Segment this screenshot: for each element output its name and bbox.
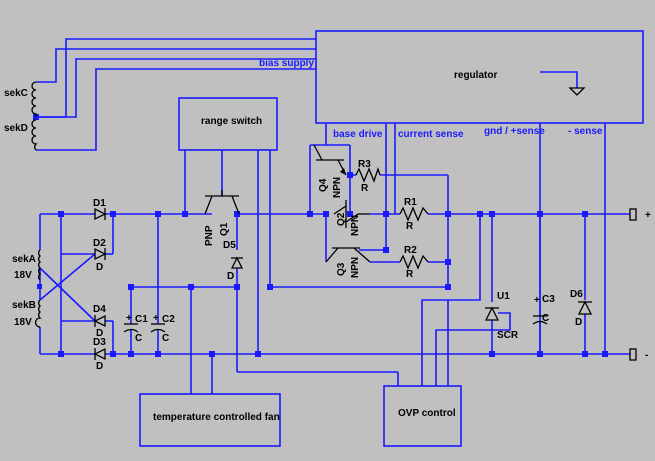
Q4-type: NPN bbox=[332, 177, 343, 198]
gnd-sense-label: gnd / +sense bbox=[484, 126, 545, 137]
wires bbox=[36, 38, 630, 394]
fan-block[interactable]: temperature controlled fan bbox=[139, 393, 281, 447]
capacitor-C2: + C2 C bbox=[150, 313, 175, 344]
sekA-voltage: 18V bbox=[14, 270, 32, 281]
svg-text:+: + bbox=[126, 313, 132, 324]
diode-D1: D1 bbox=[93, 198, 107, 221]
Q2-label: Q2 bbox=[336, 212, 347, 226]
Q3-type: NPN bbox=[350, 257, 361, 278]
capacitor-C3: + C3 C bbox=[532, 294, 555, 325]
terminal-minus[interactable]: - bbox=[629, 348, 648, 361]
Q4-label: Q4 bbox=[318, 178, 329, 192]
R3-value: R bbox=[361, 183, 369, 194]
Q2-type: NPN bbox=[350, 215, 361, 236]
sekA-label: sekA bbox=[12, 254, 36, 265]
R1-label: R1 bbox=[404, 197, 417, 208]
terminal-plus[interactable]: + bbox=[629, 208, 651, 221]
C2-value: C bbox=[162, 333, 169, 344]
transistor-Q3: Q3 NPN bbox=[325, 247, 371, 278]
resistor-R3: R3 R bbox=[355, 159, 381, 194]
R1-value: R bbox=[406, 221, 414, 232]
range-switch-block[interactable]: range switch bbox=[178, 97, 278, 151]
diode-D6: D6 D bbox=[570, 289, 593, 328]
diode-D5: D5 D bbox=[223, 240, 244, 282]
Q3-label: Q3 bbox=[336, 262, 347, 276]
D3-label: D3 bbox=[93, 337, 106, 348]
D5-value: D bbox=[227, 271, 234, 282]
D5-label: D5 bbox=[223, 240, 236, 251]
junctions bbox=[33, 114, 608, 357]
range-switch-label: range switch bbox=[201, 116, 262, 127]
plus-terminal-label: + bbox=[645, 210, 651, 221]
diode-D2: D2 D bbox=[93, 238, 107, 273]
fan-label: temperature controlled fan bbox=[153, 412, 280, 423]
D2-value: D bbox=[96, 262, 103, 273]
minus-sense-label: - sense bbox=[568, 126, 603, 137]
D6-value: D bbox=[575, 317, 582, 328]
R3-label: R3 bbox=[358, 159, 371, 170]
resistor-R1: R1 R bbox=[399, 197, 429, 232]
diode-D4: D4 D bbox=[93, 304, 106, 339]
sekD-label: sekD bbox=[4, 123, 28, 134]
sekB-label: sekB bbox=[12, 300, 36, 311]
sekB-voltage: 18V bbox=[14, 317, 32, 328]
bias-supply-label: bias supply bbox=[259, 58, 314, 69]
D3-value: D bbox=[96, 361, 103, 372]
C1-label: C1 bbox=[135, 314, 148, 325]
C2-label: C2 bbox=[162, 314, 175, 325]
Q1-label: Q1 bbox=[219, 222, 230, 236]
Q1-type: PNP bbox=[204, 225, 215, 246]
D4-value: D bbox=[96, 328, 103, 339]
scr-U1: U1 SCR bbox=[484, 291, 519, 341]
transistor-Q1: PNP Q1 bbox=[204, 190, 240, 246]
D6-label: D6 bbox=[570, 289, 583, 300]
ovp-control-block[interactable]: OVP control bbox=[383, 385, 462, 447]
capacitor-C1: + C1 C bbox=[123, 313, 148, 344]
D2-label: D2 bbox=[93, 238, 106, 249]
base-drive-label: base drive bbox=[333, 129, 383, 140]
winding-sekC-sekD: sekC sekD bbox=[4, 81, 38, 151]
R2-label: R2 bbox=[404, 245, 417, 256]
ground-icon bbox=[568, 87, 586, 96]
U1-value: SCR bbox=[497, 330, 519, 341]
resistor-R2: R2 R bbox=[399, 245, 429, 280]
C3-value: C bbox=[542, 313, 549, 324]
minus-terminal-label: - bbox=[645, 350, 648, 361]
current-sense-label: current sense bbox=[398, 129, 464, 140]
ovp-label: OVP control bbox=[398, 408, 456, 419]
regulator-label: regulator bbox=[454, 70, 497, 81]
sekC-label: sekC bbox=[4, 88, 28, 99]
transistor-Q4: Q4 NPN bbox=[313, 144, 347, 198]
transistor-Q2: Q2 NPN bbox=[333, 200, 370, 236]
U1-label: U1 bbox=[497, 291, 510, 302]
D4-label: D4 bbox=[93, 304, 106, 315]
regulator-block[interactable]: regulator bbox=[315, 30, 644, 124]
C3-label: C3 bbox=[542, 294, 555, 305]
diode-D3: D3 D bbox=[93, 337, 106, 372]
svg-text:+: + bbox=[534, 295, 540, 306]
C1-value: C bbox=[135, 333, 142, 344]
winding-sekA-sekB: sekA 18V sekB 18V bbox=[12, 249, 42, 328]
svg-text:+: + bbox=[153, 313, 159, 324]
D1-label: D1 bbox=[93, 198, 106, 209]
R2-value: R bbox=[406, 269, 414, 280]
